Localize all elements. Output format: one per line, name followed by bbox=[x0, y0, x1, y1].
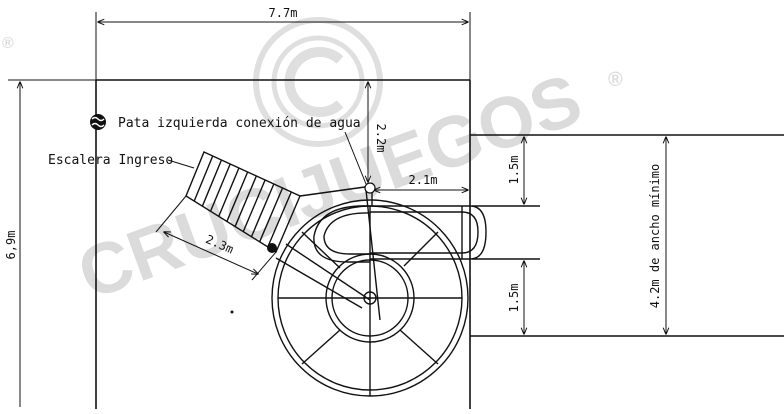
stair-entry-label: Escalera Ingreso bbox=[48, 153, 173, 168]
water-wave-icon bbox=[90, 114, 106, 130]
dimension-upper-clearance-label: 1.5m bbox=[507, 156, 521, 185]
stair-treads bbox=[193, 155, 292, 248]
stair-tread bbox=[201, 159, 223, 207]
dimension-top-offset-label: 2.2m bbox=[374, 124, 388, 153]
watermark-seal-c bbox=[284, 47, 344, 117]
reference-dot bbox=[230, 310, 234, 314]
watermark-seal-inner bbox=[271, 35, 365, 129]
dimension-overall-height bbox=[8, 79, 96, 407]
stair-tread bbox=[226, 171, 249, 222]
stair-tread bbox=[258, 187, 284, 243]
watermark-registered-mark: ® bbox=[608, 69, 623, 91]
watermark-registered-mark-left: ® bbox=[2, 35, 14, 52]
dimension-overall-width bbox=[95, 12, 471, 80]
dimension-overall-height-label: 6,9m bbox=[4, 231, 18, 260]
dimension-overall-width-label: 7.7m bbox=[269, 6, 298, 20]
stair-tread bbox=[234, 175, 258, 227]
stair-tread bbox=[209, 163, 231, 212]
stair-tread bbox=[250, 183, 275, 238]
stair-tread bbox=[218, 167, 240, 217]
right-extension-lines bbox=[470, 134, 784, 337]
water-connection-leg bbox=[364, 182, 376, 194]
slide-exit-chute bbox=[370, 205, 487, 260]
dimension-lower-clearance-label: 1.5m bbox=[507, 284, 521, 313]
dimension-min-width-label: 4.2m de ancho mínimo bbox=[648, 164, 662, 309]
stair-tread bbox=[193, 155, 214, 202]
watermark-brand-text: CRUCIJUEGOS bbox=[68, 59, 592, 315]
water-leg-callout bbox=[90, 114, 367, 185]
dimension-right-offset-label: 2.1m bbox=[409, 173, 438, 187]
stair-entry-callout bbox=[167, 159, 195, 169]
entry-stair bbox=[185, 151, 301, 254]
stair-tread bbox=[242, 179, 266, 232]
stair-base-post bbox=[267, 243, 277, 253]
spiral-slide bbox=[271, 185, 487, 397]
slide-entry-loop bbox=[313, 205, 371, 263]
water-leg-label: Pata izquierda conexión de agua bbox=[118, 116, 361, 131]
stair-tread bbox=[267, 191, 292, 248]
dimension-stair-length bbox=[155, 195, 277, 281]
